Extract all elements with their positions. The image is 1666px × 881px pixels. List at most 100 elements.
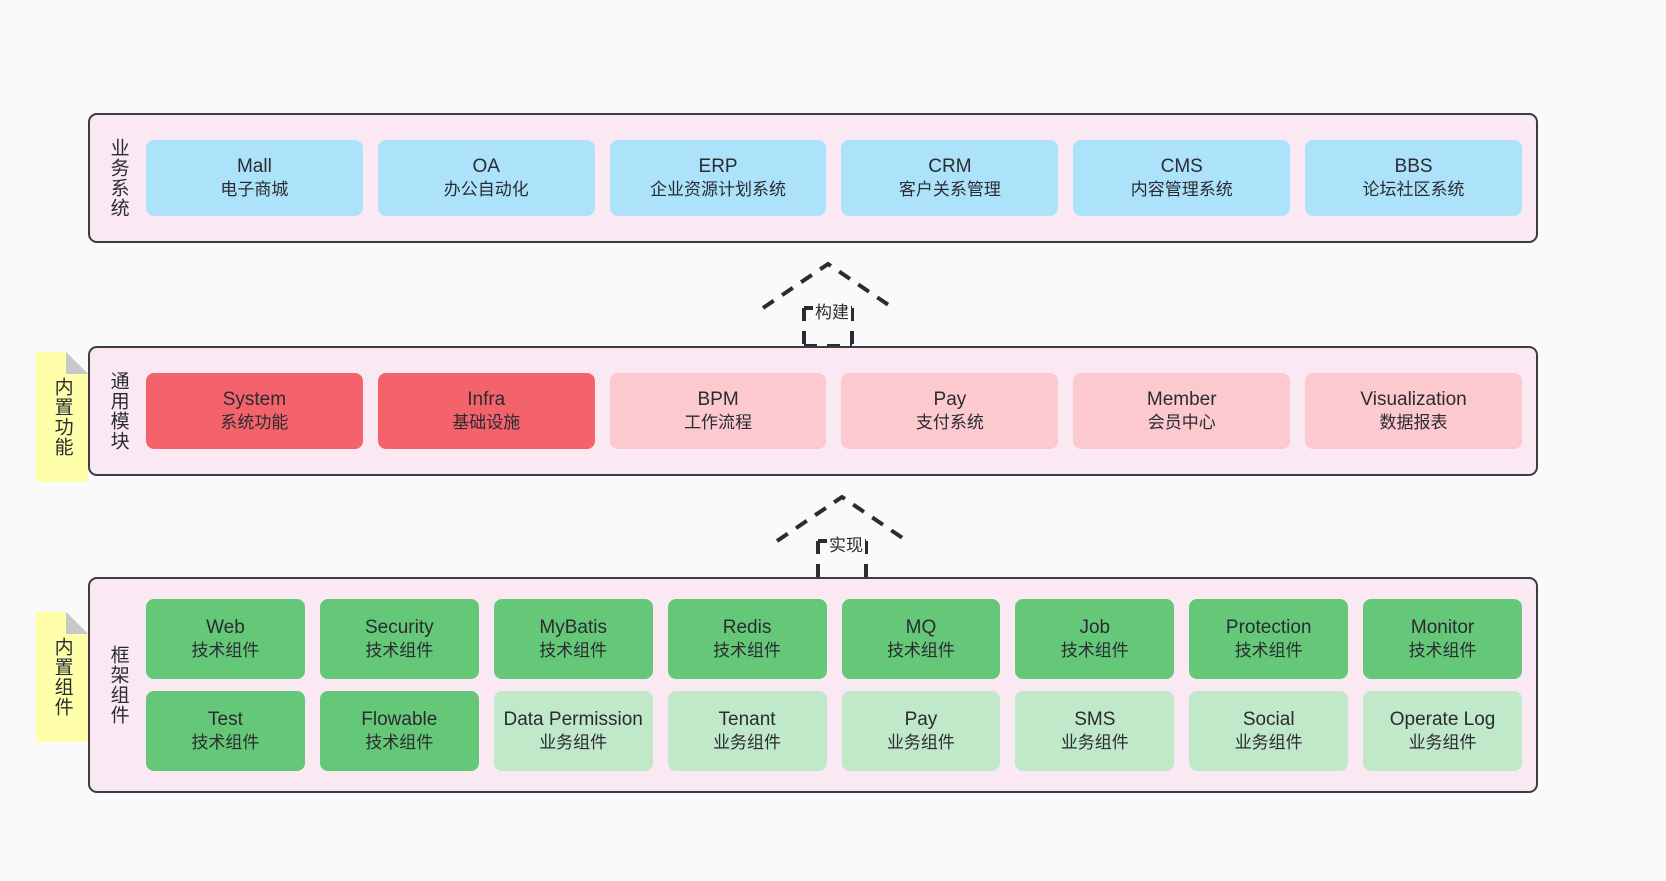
component-card-title: Security — [364, 617, 434, 639]
component-card-subtitle: 技术组件 — [886, 641, 955, 661]
component-card-title: OA — [472, 156, 500, 178]
component-card-title: Monitor — [1410, 617, 1475, 639]
component-card-subtitle: 论坛社区系统 — [1362, 180, 1465, 200]
component-card-subtitle: 数据报表 — [1379, 413, 1448, 433]
component-card-title: Social — [1242, 709, 1295, 731]
component-card-subtitle: 办公自动化 — [443, 180, 529, 200]
component-card-title: MyBatis — [539, 617, 607, 639]
component-card-title: Tenant — [718, 709, 776, 731]
component-card-title: Data Permission — [503, 709, 643, 731]
layer-title-common-module: 通用模块 — [107, 371, 129, 451]
component-card-title: Redis — [722, 617, 772, 639]
component-card-title: CRM — [928, 156, 972, 178]
component-card-subtitle: 企业资源计划系统 — [650, 180, 787, 200]
component-card-title: Web — [206, 617, 245, 639]
component-card-title: BBS — [1394, 156, 1433, 178]
component-card-title: Flowable — [361, 709, 438, 731]
component-card-subtitle: 系统功能 — [220, 413, 289, 433]
component-card-title: ERP — [698, 156, 738, 178]
component-card-title: System — [222, 389, 287, 411]
component-card-subtitle: 技术组件 — [1234, 641, 1303, 661]
component-card-title: Operate Log — [1389, 709, 1496, 731]
component-card-subtitle: 技术组件 — [539, 641, 608, 661]
connector-build: 构建 — [758, 258, 898, 348]
component-card-subtitle: 工作流程 — [684, 413, 753, 433]
component-card-subtitle: 技术组件 — [1408, 641, 1477, 661]
component-card-subtitle: 内容管理系统 — [1130, 180, 1233, 200]
component-card-title: MQ — [905, 617, 937, 639]
component-card-subtitle: 业务组件 — [886, 733, 955, 753]
component-card-subtitle: 技术组件 — [191, 641, 260, 661]
component-card-subtitle: 业务组件 — [539, 733, 608, 753]
component-card-title: CMS — [1160, 156, 1203, 178]
component-card-title: BPM — [697, 389, 739, 411]
component-card-subtitle: 技术组件 — [365, 733, 434, 753]
layer-title-business-system: 业务系统 — [107, 138, 129, 218]
component-card-title: Member — [1146, 389, 1217, 411]
layer-title-framework-component: 框架组件 — [107, 645, 129, 725]
component-card-subtitle: 会员中心 — [1147, 413, 1216, 433]
component-card-subtitle: 基础设施 — [452, 413, 521, 433]
component-card-subtitle: 技术组件 — [191, 733, 260, 753]
component-card-subtitle: 业务组件 — [713, 733, 782, 753]
component-card-subtitle: 技术组件 — [713, 641, 782, 661]
component-card-subtitle: 电子商城 — [220, 180, 289, 200]
component-card-title: Visualization — [1360, 389, 1467, 411]
component-card-subtitle: 业务组件 — [1234, 733, 1303, 753]
component-card-subtitle: 技术组件 — [365, 641, 434, 661]
connector-implement-label: 实现 — [827, 531, 865, 556]
connector-implement: 实现 — [772, 491, 912, 581]
component-card-subtitle: 客户关系管理 — [898, 180, 1001, 200]
component-card-subtitle: 业务组件 — [1060, 733, 1129, 753]
component-card-title: Mall — [236, 156, 272, 178]
note-builtin-function: 内置功能 — [36, 352, 88, 482]
component-card-subtitle: 支付系统 — [915, 413, 984, 433]
component-card-title: Job — [1079, 617, 1111, 639]
note-builtin-component: 内置组件 — [36, 612, 88, 742]
component-card-title: Pay — [904, 709, 938, 731]
component-card-title: Infra — [467, 389, 506, 411]
component-card-title: Protection — [1225, 617, 1312, 639]
component-card-title: SMS — [1074, 709, 1116, 731]
component-card-subtitle: 业务组件 — [1408, 733, 1477, 753]
component-card-subtitle: 技术组件 — [1060, 641, 1129, 661]
